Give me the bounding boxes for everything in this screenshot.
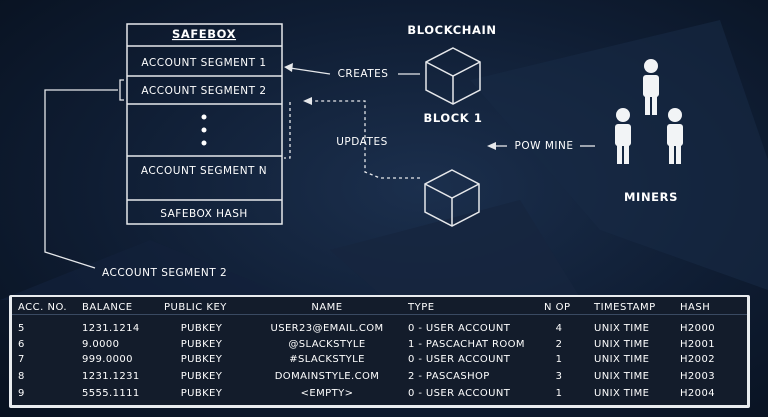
creates-label: CREATES: [338, 68, 389, 80]
table-cell: 1 - PASCACHAT ROOM: [408, 339, 525, 350]
updates-label: UPDATES: [336, 136, 388, 148]
creates-arrow: CREATES: [284, 63, 420, 80]
table-cell: 4: [555, 323, 563, 334]
table-cell: 999.0000: [82, 354, 133, 365]
table-cell: 9.0000: [82, 339, 120, 350]
blockchain-title: BLOCKCHAIN: [407, 23, 496, 37]
table-cell: 1231.1231: [82, 371, 140, 382]
safebox-hash-label: SAFEBOX HASH: [160, 208, 248, 220]
column-header: PUBLIC KEY: [164, 302, 227, 313]
safebox-row-2: ACCOUNT SEGMENT 2: [141, 85, 266, 97]
column-header: HASH: [680, 302, 711, 313]
table-cell: PUBKEY: [180, 388, 223, 399]
table-cell: 8: [18, 371, 25, 382]
header-divider: [12, 314, 747, 315]
table-cell: UNIX TIME: [594, 323, 650, 334]
table-cell: H2004: [680, 388, 715, 399]
table-cell: DOMAINSTYLE.COM: [274, 371, 380, 382]
table-cell: 9: [18, 388, 25, 399]
table-cell: USER23@EMAIL.COM: [270, 323, 384, 334]
table-cell: UNIX TIME: [594, 354, 650, 365]
accounts-table-body: ACC. NO. BALANCE PUBLIC KEY NAME TYPE N OP TIM…: [12, 297, 747, 405]
segment-callout: ACCOUNT SEGMENT 2: [44, 79, 227, 279]
ellipsis-dot: [201, 114, 207, 120]
table-cell: 7: [18, 354, 25, 365]
table-cell: 0 - USER ACCOUNT: [408, 388, 511, 399]
column-header: TYPE: [408, 302, 435, 313]
new-block-cube-icon: [424, 169, 480, 227]
table-cell: 5555.1111: [82, 388, 140, 399]
safebox-title: SAFEBOX: [172, 27, 236, 41]
pow-mine-arrow: POW MINE: [487, 140, 595, 152]
column-header: ACC. NO.: [18, 302, 68, 313]
table-cell: 1: [555, 388, 563, 399]
pow-mine-label: POW MINE: [515, 140, 574, 152]
table-cell: H2003: [680, 371, 715, 382]
miners-label: MINERS: [624, 190, 678, 204]
column-header: NAME: [311, 302, 343, 313]
table-cell: 1231.1214: [82, 323, 140, 334]
callout-label: ACCOUNT SEGMENT 2: [102, 267, 227, 279]
table-cell: 2 - PASCASHOP: [408, 371, 490, 382]
block-1-label: BLOCK 1: [423, 111, 482, 125]
table-cell: UNIX TIME: [594, 388, 650, 399]
table-cell: 6: [18, 339, 25, 350]
table-cell: 0 - USER ACCOUNT: [408, 354, 511, 365]
table-cell: @SLACKSTYLE: [288, 339, 366, 350]
table-cell: 5: [18, 323, 25, 334]
accounts-table: ACC. NO. BALANCE PUBLIC KEY NAME TYPE N OP TIM…: [9, 295, 750, 408]
table-cell: 2: [555, 339, 563, 350]
table-cell: H2001: [680, 339, 715, 350]
table-cell: PUBKEY: [180, 354, 223, 365]
table-cell: PUBKEY: [180, 339, 223, 350]
table-cell: 0 - USER ACCOUNT: [408, 323, 511, 334]
table-cell: 3: [555, 371, 563, 382]
column-header: TIMESTAMP: [594, 302, 656, 313]
table-cell: <EMPTY>: [300, 388, 354, 399]
table-cell: H2000: [680, 323, 715, 334]
table-cell: PUBKEY: [180, 323, 223, 334]
table-cell: PUBKEY: [180, 371, 223, 382]
miners-icon: [615, 59, 683, 164]
safebox-row-1: ACCOUNT SEGMENT 1: [141, 57, 266, 69]
table-cell: #SLACKSTYLE: [289, 354, 365, 365]
table-cell: UNIX TIME: [594, 371, 650, 382]
safebox-box: SAFEBOX ACCOUNT SEGMENT 1 ACCOUNT SEGMEN…: [126, 23, 283, 225]
column-header: BALANCE: [82, 302, 133, 313]
table-cell: H2002: [680, 354, 715, 365]
column-header: N OP: [544, 302, 571, 313]
table-cell: 1: [555, 354, 563, 365]
safebox-row-n: ACCOUNT SEGMENT N: [141, 165, 267, 177]
ellipsis-dot: [201, 140, 207, 146]
updates-arrow: [284, 100, 420, 179]
updates-arrowhead: [303, 97, 312, 105]
block-1-cube-icon: [425, 47, 481, 105]
ellipsis-dot: [201, 127, 207, 133]
table-cell: UNIX TIME: [594, 339, 650, 350]
